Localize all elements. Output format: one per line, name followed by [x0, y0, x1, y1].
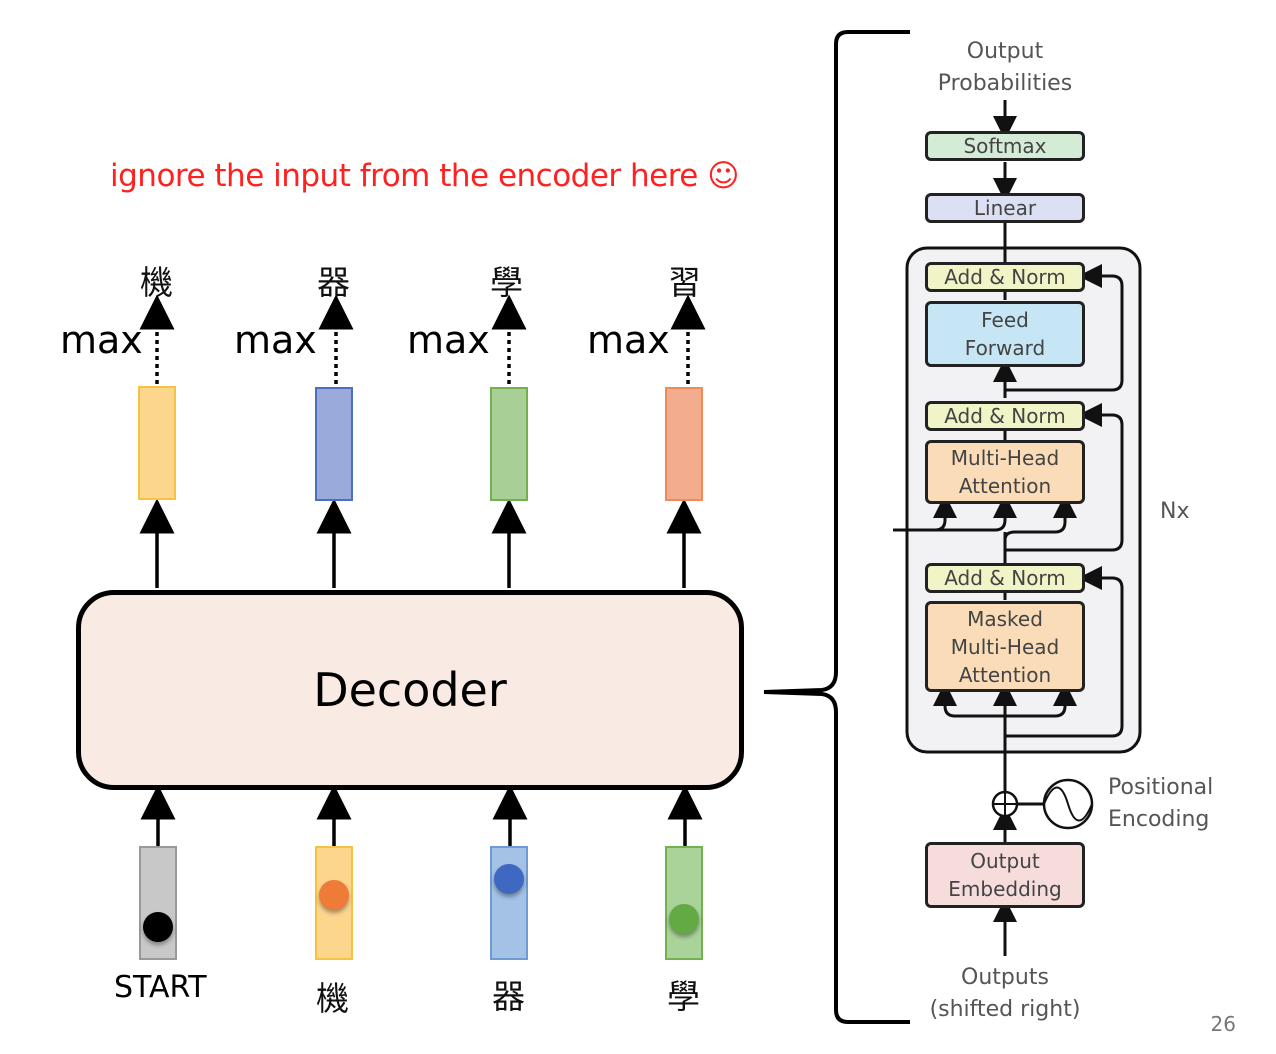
input-token: START — [114, 970, 207, 1005]
curly-brace — [763, 30, 910, 1024]
one-hot-dot — [143, 912, 173, 942]
repeat-count-label: Nx — [1160, 499, 1190, 524]
layer-label: Embedding — [948, 877, 1062, 901]
input-token: 學 — [667, 977, 700, 1016]
annotation-text: ignore the input from the encoder here ☺ — [110, 158, 740, 194]
output-distribution-vector — [490, 387, 528, 501]
output-distribution-vector — [138, 386, 176, 500]
add-norm-layer: Add & Norm — [925, 401, 1085, 431]
decoder-input-arrows — [140, 784, 703, 846]
output-token: 器 — [317, 263, 350, 302]
one-hot-dot — [669, 904, 699, 934]
decoder-label: Decoder — [313, 663, 507, 717]
add-norm-layer: Add & Norm — [925, 563, 1085, 593]
layer-label: Add & Norm — [944, 265, 1066, 289]
decoder-output-arrows — [139, 498, 702, 588]
transformer-connectors — [893, 100, 1124, 956]
label-line: (shifted right) — [929, 997, 1081, 1022]
page-number: 26 — [1210, 1012, 1236, 1036]
layer-label: Output — [970, 849, 1040, 873]
layer-label: Attention — [958, 474, 1052, 498]
max-label: max — [60, 318, 143, 362]
output-token: 習 — [668, 263, 701, 302]
layer-label: Multi-Head — [950, 446, 1060, 470]
feed-forward-layer: Feed Forward — [925, 301, 1085, 367]
max-label: max — [407, 318, 490, 362]
label-line: Outputs — [961, 965, 1049, 990]
softmax-layer: Softmax — [925, 131, 1085, 161]
output-token: 機 — [140, 263, 173, 302]
add-operator-icon — [991, 790, 1019, 818]
layer-label: Add & Norm — [944, 566, 1066, 590]
decoder-block: Decoder — [76, 590, 744, 790]
output-embedding-layer: Output Embedding — [925, 842, 1085, 908]
one-hot-dot — [319, 880, 349, 910]
positional-encoding-label: Positional Encoding — [1108, 772, 1213, 836]
layer-label: Add & Norm — [944, 404, 1066, 428]
max-label: max — [587, 318, 670, 362]
input-one-hot-vector — [139, 846, 177, 960]
layer-label: Feed — [981, 308, 1029, 332]
layer-label: Multi-Head — [950, 634, 1060, 659]
input-one-hot-vector — [490, 846, 528, 960]
output-probabilities-label: Output Probabilities — [925, 36, 1085, 100]
layer-label: Attention — [958, 662, 1052, 687]
label-line: Positional — [1108, 775, 1214, 800]
linear-layer: Linear — [925, 193, 1085, 223]
input-one-hot-vector — [665, 846, 703, 960]
max-dotted-arrows — [139, 294, 706, 384]
output-token: 學 — [490, 263, 523, 302]
sine-wave-icon — [1042, 778, 1094, 830]
label-line: Encoding — [1108, 807, 1210, 832]
input-token: 機 — [316, 979, 349, 1018]
label-line: Probabilities — [937, 71, 1073, 96]
output-distribution-vector — [315, 387, 353, 501]
label-line: Output — [966, 39, 1044, 64]
input-token: 器 — [492, 977, 525, 1016]
masked-multi-head-attention-layer: Masked Multi-Head Attention — [925, 601, 1085, 692]
layer-label: Forward — [964, 336, 1046, 360]
layer-label: Softmax — [963, 134, 1047, 158]
output-distribution-vector — [665, 387, 703, 501]
max-label: max — [234, 318, 317, 362]
input-one-hot-vector — [315, 846, 353, 960]
add-norm-layer: Add & Norm — [925, 262, 1085, 292]
multi-head-attention-layer: Multi-Head Attention — [925, 440, 1085, 504]
outputs-shifted-right-label: Outputs (shifted right) — [915, 962, 1095, 1026]
one-hot-dot — [494, 864, 524, 894]
layer-label: Linear — [973, 196, 1037, 220]
layer-label: Masked — [967, 606, 1043, 631]
